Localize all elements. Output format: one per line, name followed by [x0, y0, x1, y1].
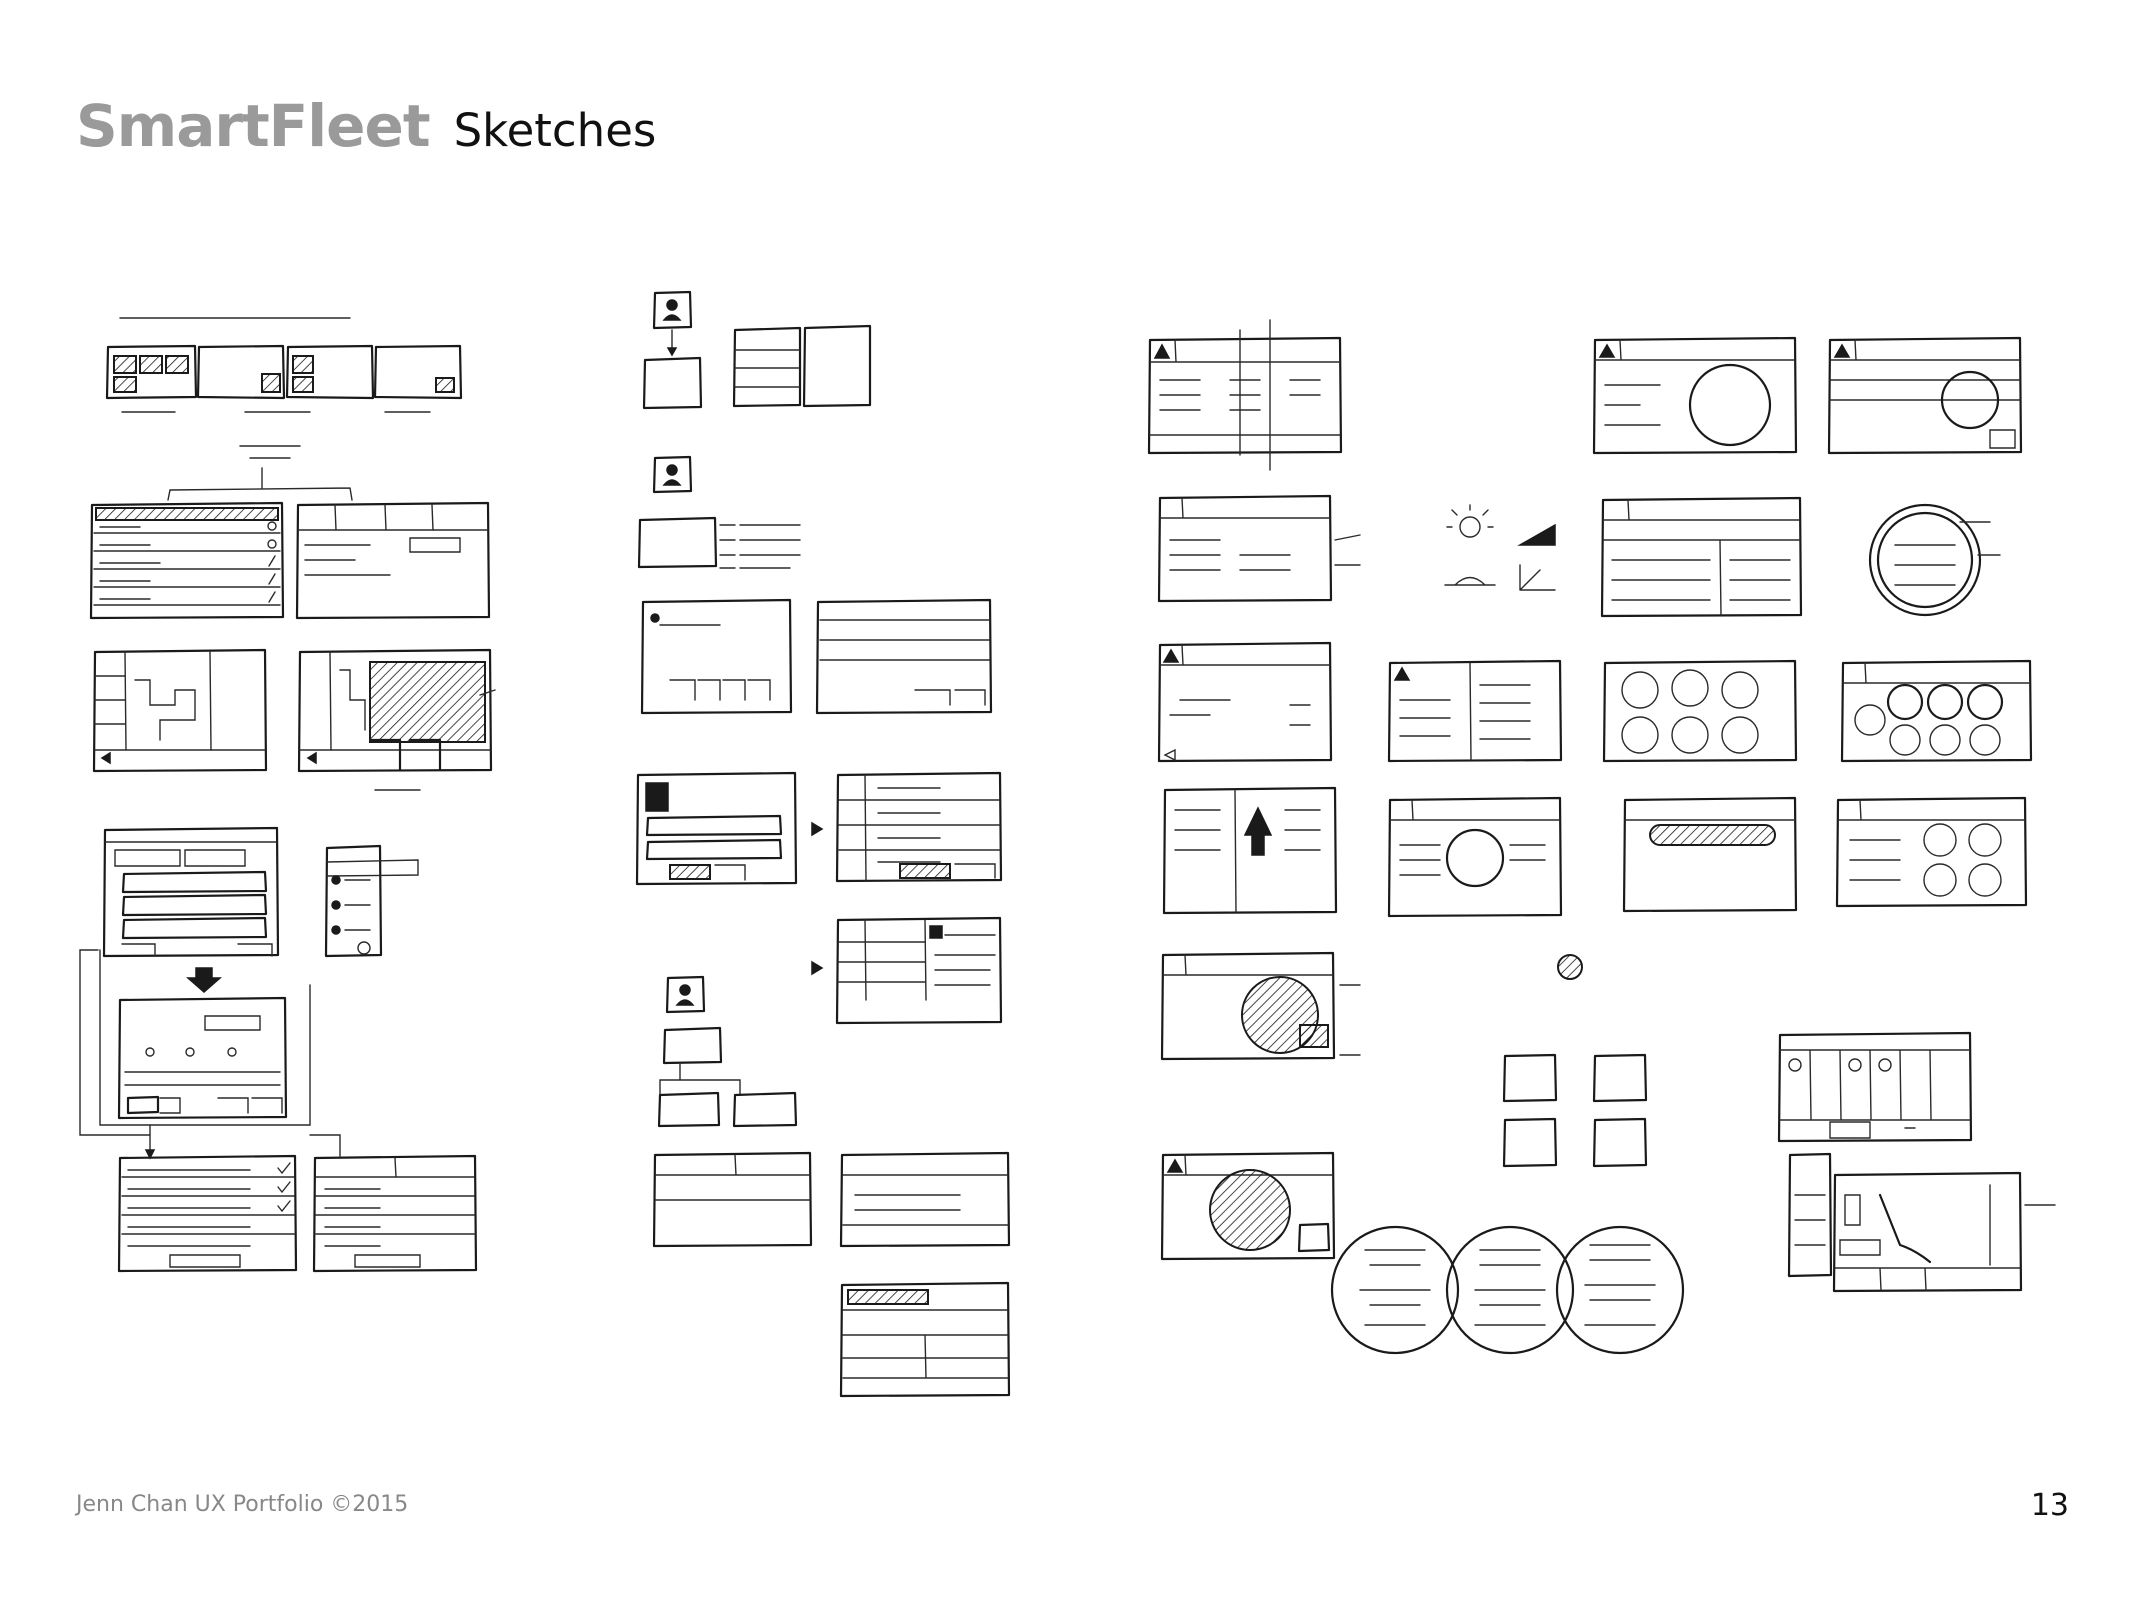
- sketch-log-started-form: [295, 501, 491, 620]
- sketch-nav-screen-5: [1387, 796, 1563, 918]
- sketch-nav-screen-3: [1157, 641, 1333, 763]
- sketch-dash-bubbles: [1840, 659, 2033, 763]
- sketch-dash-screen-3: [1600, 496, 1803, 618]
- sketch-on-toggle-screen: [1160, 1151, 1336, 1261]
- sketch-status-grid: [92, 648, 268, 773]
- sketch-compass-circle: [1868, 503, 2001, 617]
- sketch-nav-general-split: [1387, 659, 1563, 763]
- footer-credit: Jenn Chan UX Portfolio ©2015: [76, 1492, 409, 1517]
- page-number: 13: [2030, 1488, 2069, 1523]
- sketch-log-icon-flow: [642, 290, 872, 410]
- sketch-map-screen: [1787, 1152, 2056, 1293]
- sketch-nav-screen-6: [1622, 796, 1798, 913]
- page-title: SmartFleet: [76, 92, 431, 160]
- sketch-column-hos-access: [79, 317, 496, 1273]
- page-title-block: SmartFleet Sketches: [76, 92, 656, 160]
- sketch-dash-screen-2: [1827, 336, 2023, 455]
- sketch-hatched-graph: [297, 648, 496, 791]
- sketch-nav-screen-4: [1162, 786, 1338, 915]
- sketch-off-sb-table: [811, 916, 1003, 1025]
- sketch-weather-forecast: [1777, 1031, 1973, 1143]
- sketch-date-list-left: [117, 1124, 298, 1273]
- sketch-nav-screen-1: [1147, 319, 1343, 471]
- sketch-bubble-grid: [1602, 659, 1798, 763]
- sketch-column-log-flow: [635, 290, 1011, 1398]
- sketch-dash-street: [1835, 796, 2028, 908]
- sketch-dash-screen-1: [1592, 336, 1798, 455]
- sketch-driver-name-screens: [640, 598, 993, 715]
- sketch-daily-dashboard-flow: [637, 455, 801, 569]
- sketch-on-duty-screen: [79, 949, 311, 1136]
- sketch-driver-list: [324, 844, 419, 958]
- page-subtitle: Sketches: [453, 104, 657, 157]
- sketch-select-driver-form: [102, 826, 280, 958]
- sketch-time-boxes: [1502, 1053, 1648, 1168]
- sketch-select-driver-flow: [657, 975, 798, 1128]
- sketch-vehicle-form: [635, 771, 824, 886]
- sketch-nav-screen-2: [1157, 494, 1556, 603]
- sketch-column-dashboard: [1592, 336, 2056, 1293]
- sketch-select-state-table: [835, 771, 1003, 883]
- sketch-trip-circles: [1330, 1225, 1685, 1355]
- sketch-date-list-right: [309, 1134, 478, 1273]
- sketch-column-navigation: [1147, 319, 1798, 1355]
- sketch-screen-thumbnails: [105, 317, 463, 459]
- sketch-driver-form: [89, 501, 285, 620]
- sketch-daily-log-screen: [839, 1281, 1011, 1398]
- sketch-trip-info-screen: [1160, 951, 1583, 1061]
- sketch-cosmetic-screens: [652, 1151, 1011, 1248]
